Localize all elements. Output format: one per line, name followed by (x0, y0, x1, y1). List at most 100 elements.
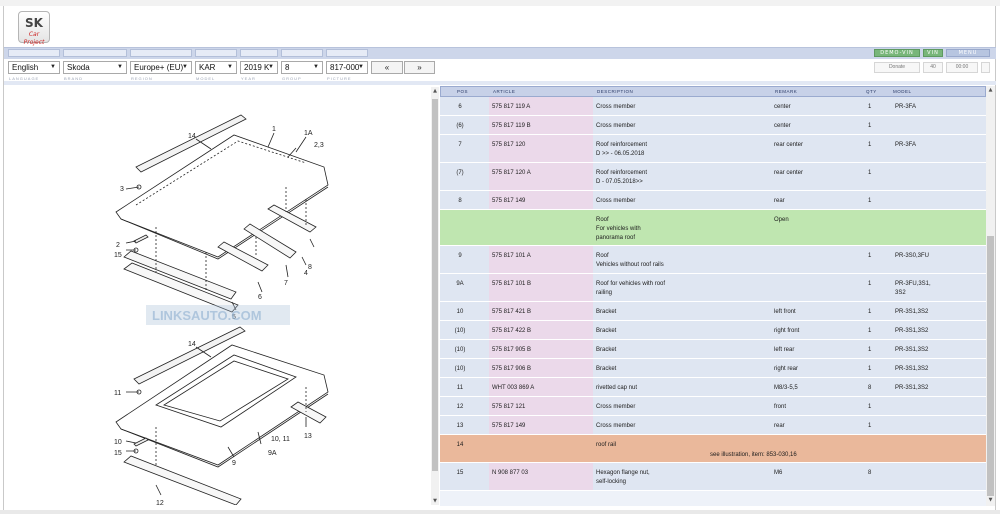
cell-article: 575 817 149 (492, 423, 526, 429)
cell-qty: 1 (868, 423, 872, 429)
callout-2: 2 (116, 242, 120, 249)
dropdown-arrow-icon: ▼ (268, 64, 274, 70)
cell-pos: 8 (458, 198, 462, 204)
article-column-bg (489, 463, 593, 490)
article-column-bg (489, 321, 593, 339)
cell-description: Cross member (596, 403, 696, 412)
picture-select[interactable]: 817-000▼ (326, 61, 368, 74)
logo[interactable]: SK Car Project (18, 11, 50, 46)
cell-description: Cross member (596, 122, 696, 131)
region-select[interactable]: Europe+ (EU)▼ (130, 61, 192, 74)
parts-illustration[interactable]: 14 1 1A 2,3 3 2 15 4 5 6 7 8 14 11 10 15… (6, 87, 430, 507)
cell-description: Bracket (596, 327, 696, 336)
see-illustration-link[interactable]: see illustration, item: 853-030,16 (710, 452, 797, 458)
description-line: Cross member (596, 123, 636, 129)
callout-6: 6 (258, 294, 262, 301)
dropdown-arrow-icon: ▼ (358, 64, 364, 70)
watermark-text: LINKSAUTO.COM (152, 308, 262, 323)
header-remark: REMARK (775, 89, 798, 94)
description-line: Vehicles without roof rails (596, 262, 664, 268)
cell-remark: front (774, 404, 787, 410)
group-label: GROUP (282, 76, 302, 81)
cell-model: PR-3FA (895, 141, 955, 150)
scrollbar-thumb[interactable] (987, 236, 994, 496)
description-line: Cross member (596, 423, 636, 429)
callout-4: 4 (304, 270, 308, 277)
model-line: PR-3S1,3S2 (895, 385, 929, 391)
donate-button[interactable]: Donate (874, 62, 920, 73)
illustration-scrollbar[interactable]: ▲ ▼ (431, 87, 439, 505)
next-picture-button[interactable]: » (404, 61, 435, 74)
model-select[interactable]: KAR▼ (195, 61, 237, 74)
menu-button[interactable]: MENU (946, 49, 990, 57)
sub-band (4, 81, 996, 85)
prev-picture-button[interactable]: « (371, 61, 403, 74)
scroll-up-icon[interactable]: ▲ (433, 88, 437, 94)
cell-qty: 8 (868, 385, 872, 391)
article-column-bg (489, 116, 593, 134)
callout-10-11: 10, 11 (271, 436, 290, 443)
toolbar-slot (195, 49, 237, 57)
article-column-bg (489, 416, 593, 434)
demo-vin-button[interactable]: DEMO-VIN (874, 49, 920, 57)
parts-table: POS ARTICLE DESCRIPTION REMARK QTY MODEL… (440, 86, 986, 506)
article-column-bg (489, 397, 593, 415)
table-scrollbar[interactable]: ▲ ▼ (986, 86, 995, 506)
cell-description: Bracket (596, 365, 696, 374)
language-label: LANGUAGE (9, 76, 40, 81)
cell-article: 575 817 120 (492, 142, 526, 148)
cell-article: 575 817 101 A (492, 253, 531, 259)
callout-9: 9 (232, 460, 236, 467)
header-model: MODEL (893, 89, 912, 94)
cell-article: 575 817 149 (492, 198, 526, 204)
language-select[interactable]: English▼ (8, 61, 60, 74)
cell-qty: 1 (868, 253, 872, 259)
brand-select[interactable]: Skoda▼ (63, 61, 127, 74)
cell-remark: Open (774, 217, 789, 223)
dropdown-arrow-icon: ▼ (313, 64, 319, 70)
article-column-bg (489, 302, 593, 320)
article-column-bg (489, 163, 593, 190)
toolbar-slot (326, 49, 368, 57)
year-label: YEAR (241, 76, 256, 81)
callout-1a: 1A (304, 130, 313, 137)
cell-model: PR-3FU,3S1,3S2 (895, 280, 955, 298)
cell-remark: center (774, 104, 791, 110)
scrollbar-thumb[interactable] (432, 99, 438, 471)
cell-remark: right front (774, 328, 800, 334)
description-line: Roof (596, 217, 609, 223)
scroll-down-icon[interactable]: ▼ (433, 498, 437, 504)
scroll-up-icon[interactable]: ▲ (988, 87, 993, 93)
scroll-down-icon[interactable]: ▼ (988, 497, 993, 503)
cell-remark: left rear (774, 347, 795, 353)
cell-pos: 9A (456, 281, 464, 287)
group-select[interactable]: 8▼ (281, 61, 323, 74)
vin-button[interactable]: VIN (923, 49, 943, 57)
year-select[interactable]: 2019 K▼ (240, 61, 278, 74)
cell-qty: 1 (868, 142, 872, 148)
cell-description: Bracket (596, 346, 696, 355)
toolbar-slot (240, 49, 278, 57)
toolbar-slot (130, 49, 192, 57)
region-value: Europe+ (EU) (134, 63, 184, 72)
cell-article: 575 817 905 B (492, 347, 532, 353)
